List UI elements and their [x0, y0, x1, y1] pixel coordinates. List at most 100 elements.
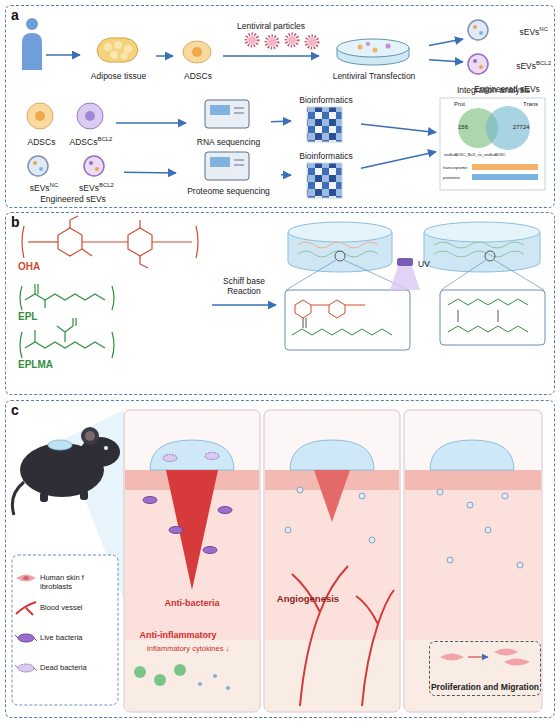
- cell-icon: [183, 41, 211, 63]
- panel-letter: a: [11, 7, 19, 23]
- edge-label: Lentiviral particles: [221, 21, 321, 31]
- flow-arrow: [361, 152, 436, 169]
- eplma-structure-part: [20, 332, 22, 358]
- figure-label: Schiff base Reaction: [210, 276, 278, 296]
- sev-dots-part: [369, 537, 375, 543]
- uv-lamp: [390, 258, 420, 290]
- blood-vessels-part: [292, 566, 348, 706]
- item-label: Bioinformatics: [299, 151, 352, 161]
- eplma-structure-part: [25, 342, 105, 348]
- mouse-illustration-part: [81, 427, 99, 445]
- flow-arrow: [156, 55, 173, 57]
- skin-section-part: [166, 470, 218, 590]
- superscript: BCL2: [99, 182, 114, 188]
- flow-arrow: [124, 172, 176, 174]
- hydrogel-disk-part: [295, 300, 365, 318]
- adipose-icon-part: [124, 45, 132, 53]
- figure-label: UV: [414, 259, 434, 269]
- skin-section-part: [150, 440, 234, 470]
- superscript: BCL2: [97, 136, 112, 142]
- fibroblasts-part: [468, 656, 488, 657]
- figure-label: 27724: [506, 124, 536, 131]
- figure-item: sEVsBCL2: [69, 151, 124, 193]
- virus-icons-part: [248, 36, 256, 44]
- sequencer-icons-part: [234, 165, 244, 166]
- virus-icons: [246, 34, 318, 48]
- cell-icons-part: [35, 111, 45, 121]
- figure-item: Bioinformatics: [291, 151, 361, 201]
- sequencer-icons-part: [210, 157, 230, 167]
- mouse-illustration-part: [12, 482, 24, 515]
- item-label: sEVs: [519, 26, 539, 36]
- mouse-illustration-part: [85, 431, 95, 441]
- sequencer-icons-part: [234, 160, 244, 161]
- cell-icons-part: [27, 103, 53, 129]
- figure-item: ADSCs: [19, 99, 64, 147]
- figure-item: sEVsNC: [463, 16, 548, 46]
- virus-icons-part: [288, 36, 296, 44]
- oha-structure-part: [22, 226, 24, 258]
- flow-arrow: [429, 39, 463, 45]
- panel-letter: b: [11, 214, 20, 230]
- arrow: [212, 304, 276, 306]
- figure-label: sedksADSC_Bcl2_vs_sedksADSC: [444, 152, 544, 157]
- text-line: Lentiviral Transfection: [333, 71, 416, 81]
- venn-chart: [440, 98, 545, 190]
- sev-icons-part: [468, 20, 488, 40]
- legend-icons-part: [16, 602, 36, 615]
- text-line: c: [11, 402, 19, 418]
- hydrogel-disk-part: [303, 318, 306, 328]
- hydrogel-disk-part: [286, 260, 336, 290]
- sev-icons-part: [473, 59, 477, 63]
- venn-chart-part: [472, 174, 538, 180]
- legend-text: Human skin f ibroblasts: [40, 573, 84, 591]
- skin-section-part: [264, 410, 400, 712]
- skin-section: [124, 410, 542, 712]
- sev-icons-part: [95, 167, 99, 171]
- panel-frame: cProliferation and Migration: [5, 400, 555, 718]
- sev-dots-part: [297, 487, 303, 493]
- adipose-icon-part: [104, 43, 112, 51]
- figure-label: proteome: [443, 175, 471, 180]
- figure-item: ADSCs: [173, 31, 223, 81]
- hydrogel-disk-part: [434, 242, 524, 248]
- figure-label: Engineered sEVs: [18, 194, 128, 204]
- eplma-structure-part: [57, 326, 73, 342]
- flow-arrow: [361, 124, 436, 133]
- hydrogel-disk-part: [440, 290, 545, 345]
- text-line: sEVsBCL2: [516, 60, 551, 71]
- flow-arrow: [271, 120, 291, 122]
- sev-icons-part: [479, 31, 483, 35]
- figure-label: Anti-bacteria: [132, 598, 252, 608]
- figure-label: Inflammatory cytokines ↓: [128, 644, 248, 654]
- sev-icons-part: [468, 54, 488, 74]
- legend-entry: Dead bacteria: [40, 663, 116, 672]
- text-line: RNA sequencing: [197, 137, 260, 147]
- item-label: ADSCs: [184, 71, 212, 81]
- mouse-illustration: [12, 427, 120, 515]
- flow-arrow: [223, 55, 319, 57]
- fibroblasts: [440, 649, 530, 666]
- item-label: Proliferation and Migration: [431, 682, 539, 692]
- figure-label: Anti-inflammatory: [128, 630, 228, 640]
- fibroblasts-part: [494, 649, 518, 656]
- figure-label: EPLMA: [18, 360, 68, 370]
- oha-structure-part: [196, 226, 198, 258]
- person-icon: [22, 18, 42, 70]
- fibroblasts-part: [504, 659, 530, 666]
- figure-label: Prot: [447, 101, 472, 108]
- bacteria-icons-part: [143, 497, 157, 504]
- virus-icons-part: [306, 36, 318, 48]
- legend-box: [12, 555, 118, 705]
- epl-structure-part: [34, 284, 35, 294]
- legend-entry: Human skin f ibroblasts: [40, 573, 116, 591]
- figure-item: sEVsBCL2: [463, 50, 551, 80]
- legend-text: Dead bacteria: [40, 663, 87, 672]
- panel-letter: c: [11, 402, 19, 418]
- legend-text: Blood vessel: [40, 603, 83, 612]
- sev-dots: [285, 487, 523, 568]
- hydrogel-disk-part: [441, 260, 486, 290]
- text-line: b: [11, 214, 20, 230]
- skin-section-part: [290, 440, 374, 470]
